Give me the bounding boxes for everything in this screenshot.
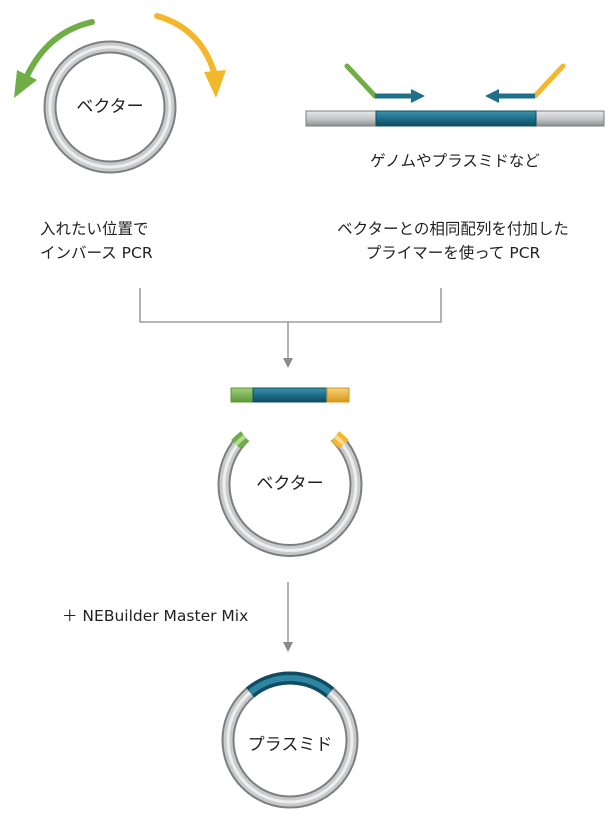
genome-source-label: ゲノムやプラスミドなど [370,152,540,170]
down-arrow-1 [283,358,293,368]
plasmid-label: プラスミド [247,735,333,755]
vector-ring-top [43,40,177,174]
right-step-line2: プライマーを使って PCR [365,244,541,262]
forward-primer [344,63,425,103]
green-curved-arrow [14,19,95,98]
yellow-curved-arrow [154,13,226,98]
right-step-line1: ベクターとの相同配列を付加した [337,220,569,238]
pcr-insert [230,387,350,403]
plasmid-ring [221,671,359,809]
reagent-label: ＋ NEBuilder Master Mix [62,607,249,625]
reverse-primer [485,63,566,103]
down-arrow-2 [283,642,293,652]
vector-ring-open [217,431,363,557]
merge-bracket [139,288,442,360]
vector-label-middle: ベクター [256,474,324,494]
left-step-line1: 入れたい位置で [40,220,149,238]
left-step-line2: インバース PCR [40,244,153,262]
genome-bar [305,110,605,127]
vector-label-top: ベクター [76,97,144,117]
